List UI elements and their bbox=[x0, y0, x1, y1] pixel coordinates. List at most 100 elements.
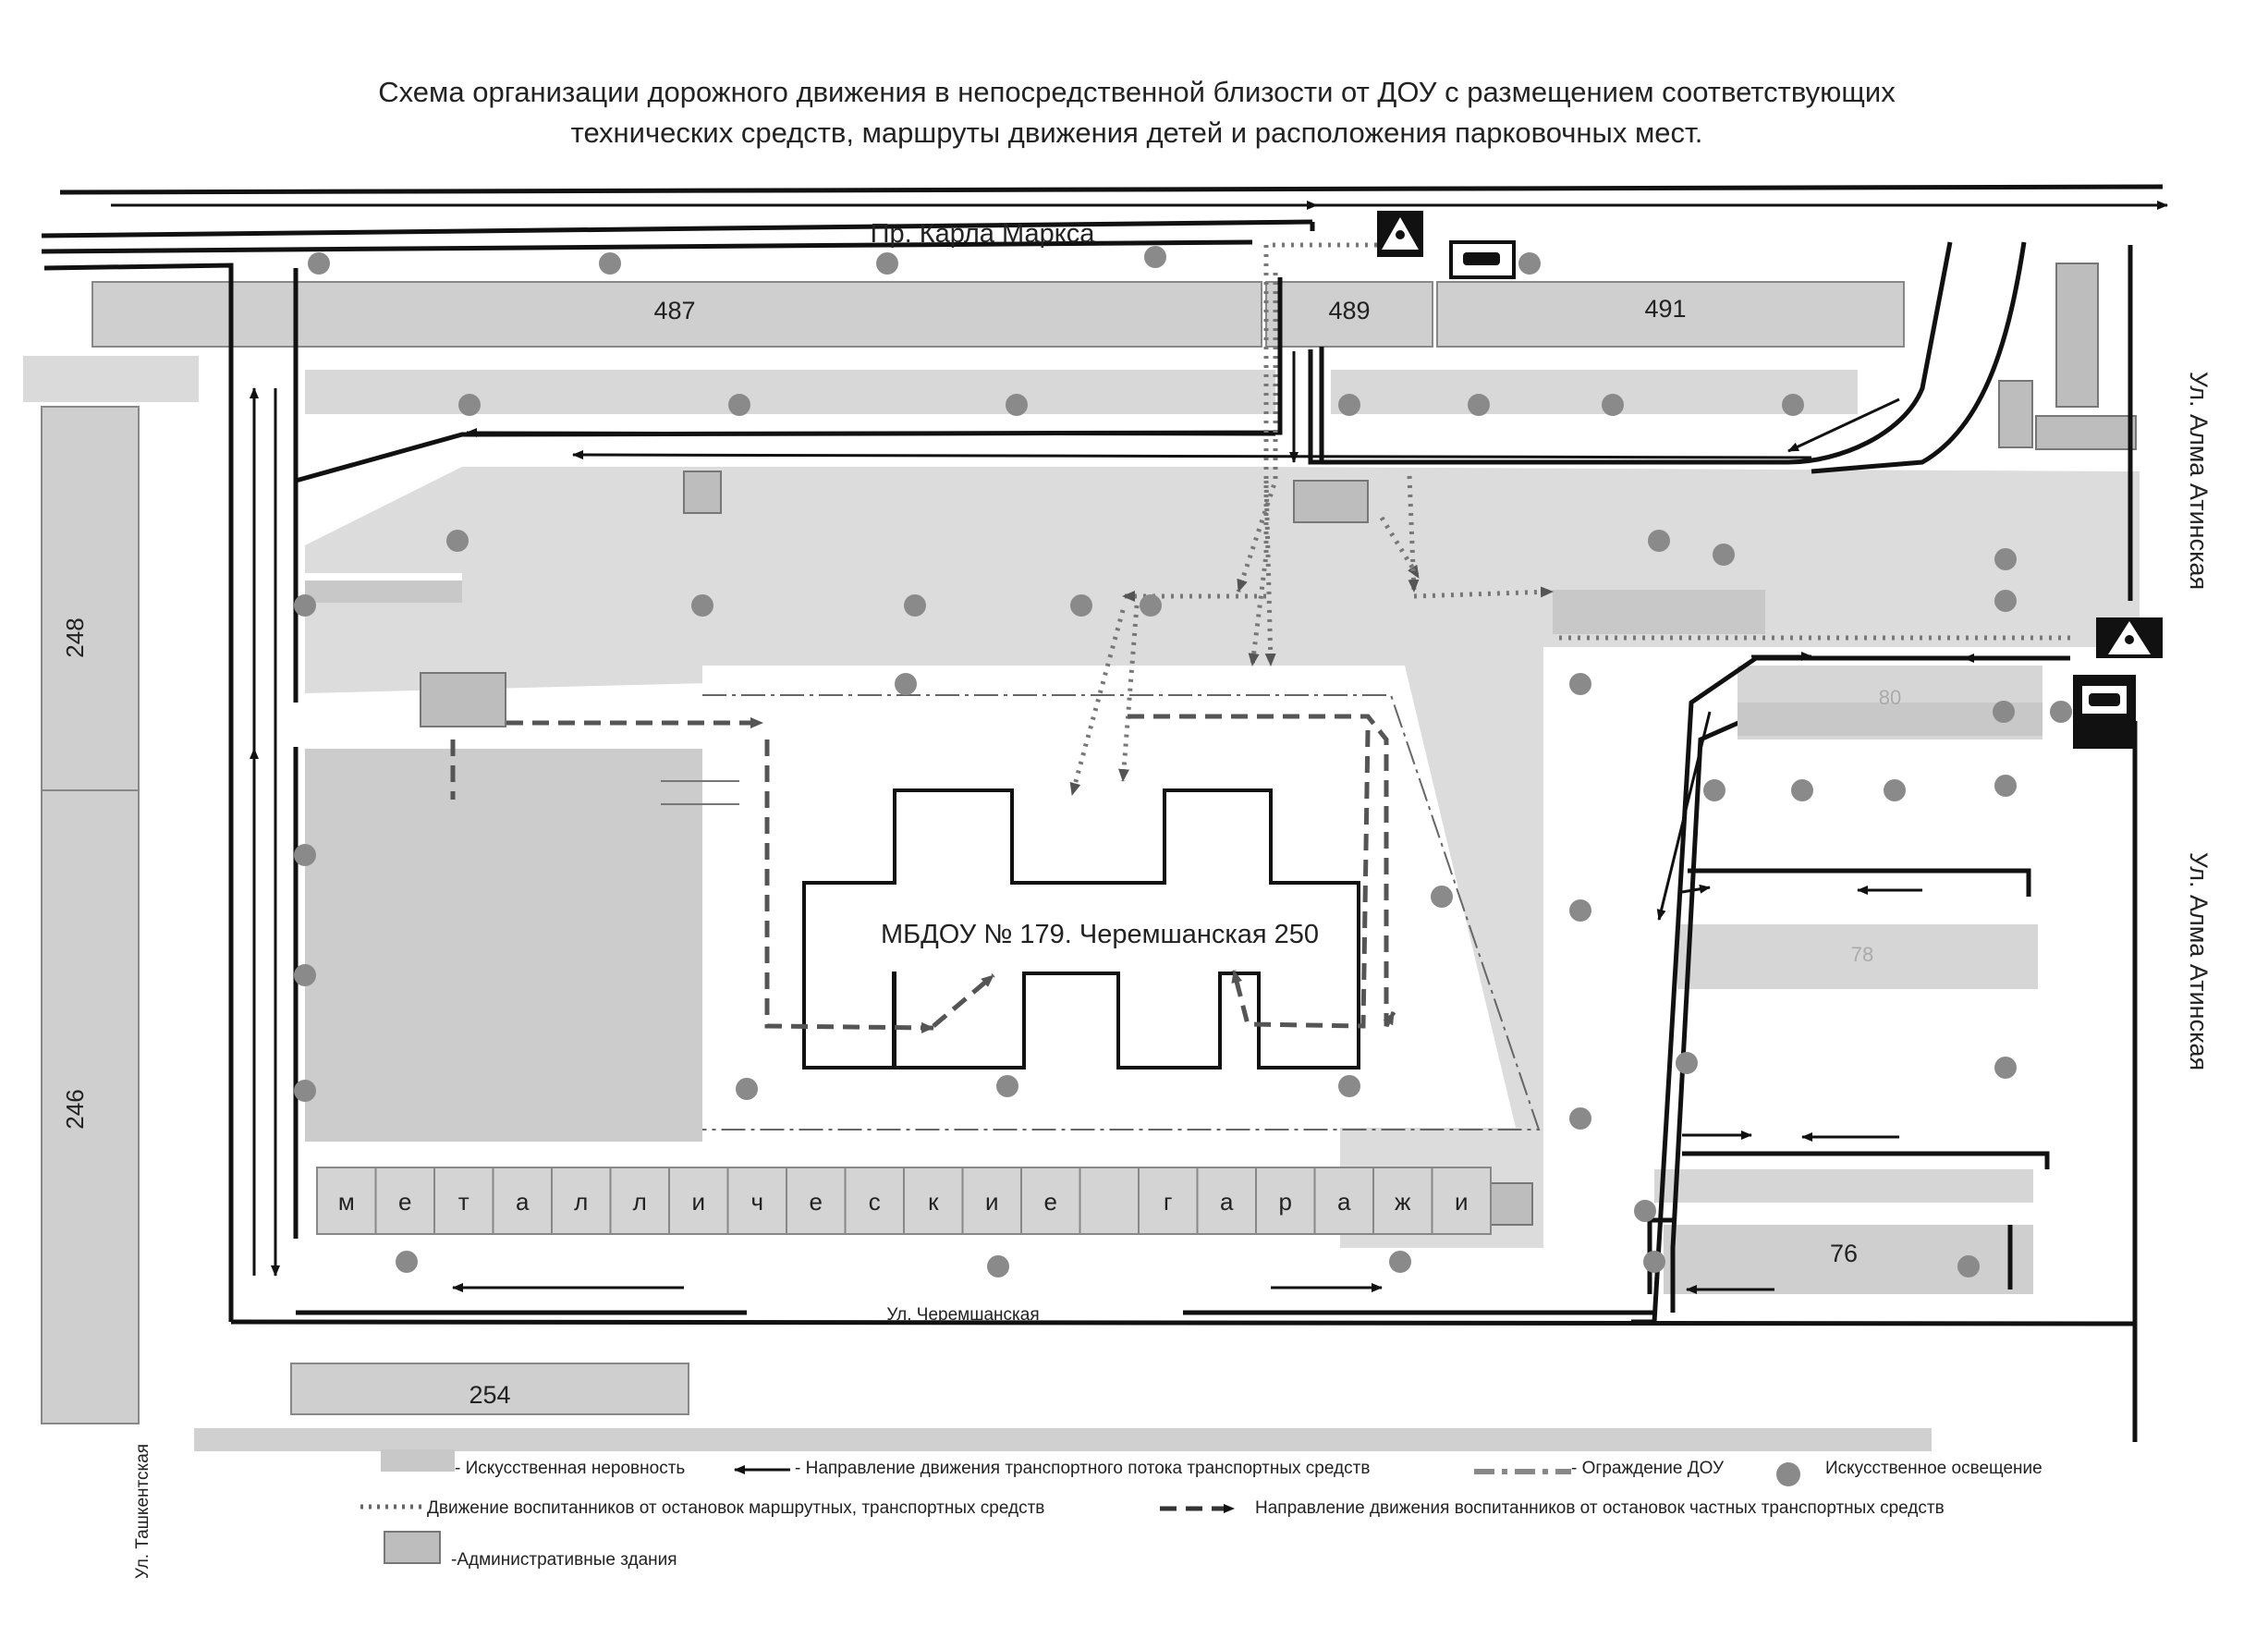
street-lamp-icon bbox=[294, 844, 316, 866]
admin-building-3 bbox=[420, 672, 506, 727]
garage-letter: с bbox=[869, 1188, 881, 1216]
building-489 bbox=[1265, 281, 1433, 348]
street-lamp-icon bbox=[876, 252, 898, 275]
building-254 bbox=[290, 1363, 689, 1415]
building-246 bbox=[41, 789, 140, 1424]
parking-strip-491 bbox=[1331, 370, 1858, 414]
street-lamp-icon bbox=[987, 1255, 1009, 1277]
street-lamp-icon bbox=[1140, 594, 1162, 617]
garage-box bbox=[1079, 1167, 1140, 1235]
street-lamp-icon bbox=[1602, 394, 1624, 416]
east-road-inner bbox=[1670, 716, 1749, 1313]
school-label: МБДОУ № 179. Черемшанская 250 bbox=[881, 920, 1319, 949]
street-lamp-icon bbox=[1468, 394, 1490, 416]
street-lamp-icon bbox=[294, 1080, 316, 1102]
road-edges bbox=[41, 184, 2164, 1442]
street-lamp-icon bbox=[308, 252, 330, 275]
street-lamp-icon bbox=[1338, 394, 1360, 416]
street-lamp-icon bbox=[1994, 590, 2017, 612]
admin-building-1 bbox=[683, 471, 722, 514]
east-road-outer bbox=[1631, 655, 2070, 1325]
street-lamp-icon bbox=[294, 594, 316, 617]
street-lamp-icon bbox=[1569, 673, 1591, 695]
garage-box bbox=[433, 1167, 494, 1235]
garage-letter: т bbox=[458, 1188, 469, 1216]
building-label-246: 246 bbox=[61, 1089, 89, 1129]
street-lamp-icon bbox=[1006, 394, 1028, 416]
parking-76-edge bbox=[1682, 1151, 2050, 1169]
street-lamp-icon bbox=[1569, 1107, 1591, 1130]
garage-box bbox=[1372, 1167, 1433, 1235]
labels: Пр. Карла Маркса 487 489 491 МБДОУ № 179… bbox=[61, 219, 2213, 1579]
street-lamp-icon bbox=[1634, 1200, 1656, 1222]
children-route-public bbox=[1069, 242, 2070, 796]
admin-building-7 bbox=[2035, 415, 2137, 450]
street-lamp-icon bbox=[1791, 779, 1813, 801]
bus-stop-icon bbox=[1449, 240, 1516, 279]
street-lamp-icon bbox=[1518, 252, 1541, 275]
speed-bump bbox=[305, 581, 462, 603]
street-alma-atinskaya-bottom: Ул. Алма Атинская bbox=[2185, 852, 2213, 1070]
map-title-line1: Схема организации дорожного движения в н… bbox=[378, 76, 1896, 108]
street-lamp-icon bbox=[2050, 701, 2072, 723]
garage-letter: и bbox=[985, 1188, 999, 1216]
garage-box bbox=[316, 1167, 377, 1235]
building-label-248: 248 bbox=[61, 617, 89, 657]
garage-box bbox=[786, 1167, 847, 1235]
garage-letter: ч bbox=[750, 1188, 763, 1216]
street-lamp-icon bbox=[458, 394, 481, 416]
legend-admin: -Административные здания bbox=[451, 1550, 677, 1570]
building-label-76: 76 bbox=[1830, 1240, 1858, 1267]
map-title: Схема организации дорожного движения в н… bbox=[277, 72, 1996, 153]
garage-letter: л bbox=[574, 1188, 588, 1216]
building-label-489: 489 bbox=[1328, 297, 1370, 324]
garage-box bbox=[551, 1167, 612, 1235]
garage-box bbox=[1431, 1167, 1492, 1235]
gate-marks bbox=[661, 780, 739, 805]
garage-box bbox=[492, 1167, 553, 1235]
speed-bump bbox=[1553, 590, 1765, 634]
garage-box bbox=[609, 1167, 670, 1235]
garage-letter: е bbox=[1044, 1188, 1057, 1216]
street-cheremshanskaya: Ул. Черемшанская bbox=[886, 1305, 1039, 1325]
street-lamp-icon bbox=[294, 964, 316, 986]
traffic-arrows bbox=[111, 201, 2168, 1294]
legend-fence: - Ограждение ДОУ bbox=[1571, 1459, 1725, 1478]
street-lamps bbox=[294, 246, 2072, 1277]
building-label-80: 80 bbox=[1879, 686, 1901, 709]
legend-speed-bump: - Искусственная неровность bbox=[455, 1459, 685, 1478]
garage-letter: ж bbox=[1395, 1188, 1411, 1216]
sports-ground bbox=[305, 749, 702, 1142]
street-lamp-icon bbox=[1676, 1052, 1698, 1074]
legend-speed-bump-swatch bbox=[381, 1449, 455, 1472]
parking-strip-487 bbox=[305, 370, 1275, 414]
legend-lighting: Искусственное освещение bbox=[1825, 1459, 2042, 1478]
street-lamp-icon bbox=[1703, 779, 1725, 801]
map-title-line2: технических средств, маршруты движения д… bbox=[570, 116, 1703, 149]
legend: - Искусственная неровность - Направление… bbox=[360, 1449, 2042, 1570]
courtyard-edge-right bbox=[1308, 241, 1953, 465]
street-lamp-icon bbox=[599, 252, 621, 275]
legend-traffic-direction: - Направление движения транспортного пот… bbox=[795, 1459, 1370, 1478]
street-lamp-icon bbox=[728, 394, 750, 416]
building-78-shape bbox=[1677, 924, 2038, 989]
garage-box bbox=[668, 1167, 729, 1235]
street-lamp-icon bbox=[1994, 775, 2017, 797]
dou-building bbox=[802, 788, 1360, 1069]
street-lamp-icon bbox=[1389, 1251, 1411, 1273]
garage-letter: а bbox=[516, 1188, 530, 1216]
garage-letter: и bbox=[691, 1188, 705, 1216]
karl-marx-edge-mid bbox=[41, 219, 1313, 238]
admin-building-6 bbox=[1998, 380, 2033, 448]
legend-lamp-icon bbox=[1776, 1462, 1800, 1486]
legend-admin-swatch bbox=[384, 1531, 441, 1564]
karl-marx-edge bbox=[41, 239, 1253, 254]
street-lamp-icon bbox=[691, 594, 713, 617]
garage-letter: к bbox=[928, 1188, 939, 1216]
garage-letter: и bbox=[1455, 1188, 1469, 1216]
street-karl-marx: Пр. Карла Маркса bbox=[871, 219, 1096, 249]
street-lamp-icon bbox=[1713, 544, 1735, 566]
building-label-491: 491 bbox=[1644, 295, 1686, 323]
street-tashkentskaya: Ул. Ташкентская bbox=[133, 1444, 152, 1579]
